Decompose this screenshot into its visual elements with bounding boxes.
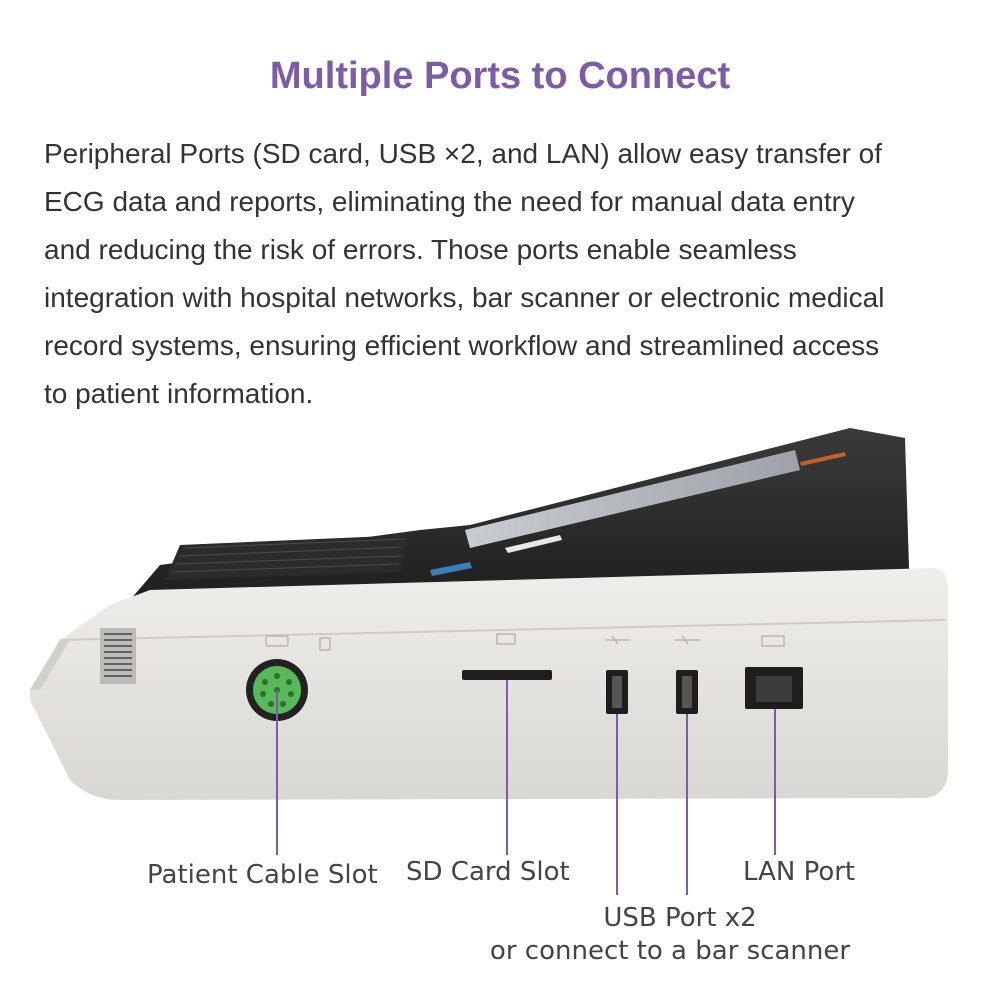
description-line: integration with hospital networks, bar … bbox=[44, 282, 885, 313]
description-paragraph: Peripheral Ports (SD card, USB ×2, and L… bbox=[44, 130, 974, 418]
usb-port-2 bbox=[676, 670, 698, 714]
ecg-device-illustration bbox=[30, 428, 948, 830]
label-patient-cable-slot: Patient Cable Slot bbox=[147, 860, 378, 890]
description-line: to patient information. bbox=[44, 378, 314, 409]
port-icons bbox=[265, 633, 785, 651]
description-line: and reducing the risk of errors. Those p… bbox=[44, 234, 797, 265]
label-sd-card-slot: SD Card Slot bbox=[406, 857, 570, 887]
label-usb-bar-scanner: or connect to a bar scanner bbox=[489, 936, 851, 966]
device-label-sticker bbox=[100, 628, 136, 684]
description-line: record systems, ensuring efficient workf… bbox=[44, 330, 880, 361]
sd-card-slot bbox=[462, 670, 552, 680]
lan-port bbox=[745, 667, 803, 709]
display-screen bbox=[430, 450, 846, 576]
callout-lines-lower bbox=[276, 820, 776, 895]
keyboard bbox=[165, 535, 410, 580]
label-lan-port: LAN Port bbox=[743, 857, 856, 887]
description-line: Peripheral Ports (SD card, USB ×2, and L… bbox=[44, 138, 883, 169]
label-usb-port: USB Port x2 bbox=[603, 903, 757, 933]
page-title: Multiple Ports to Connect bbox=[269, 55, 731, 97]
description-line: ECG data and reports, eliminating the ne… bbox=[44, 186, 855, 217]
device-main-body bbox=[30, 568, 948, 800]
usb-port-1 bbox=[606, 670, 628, 714]
